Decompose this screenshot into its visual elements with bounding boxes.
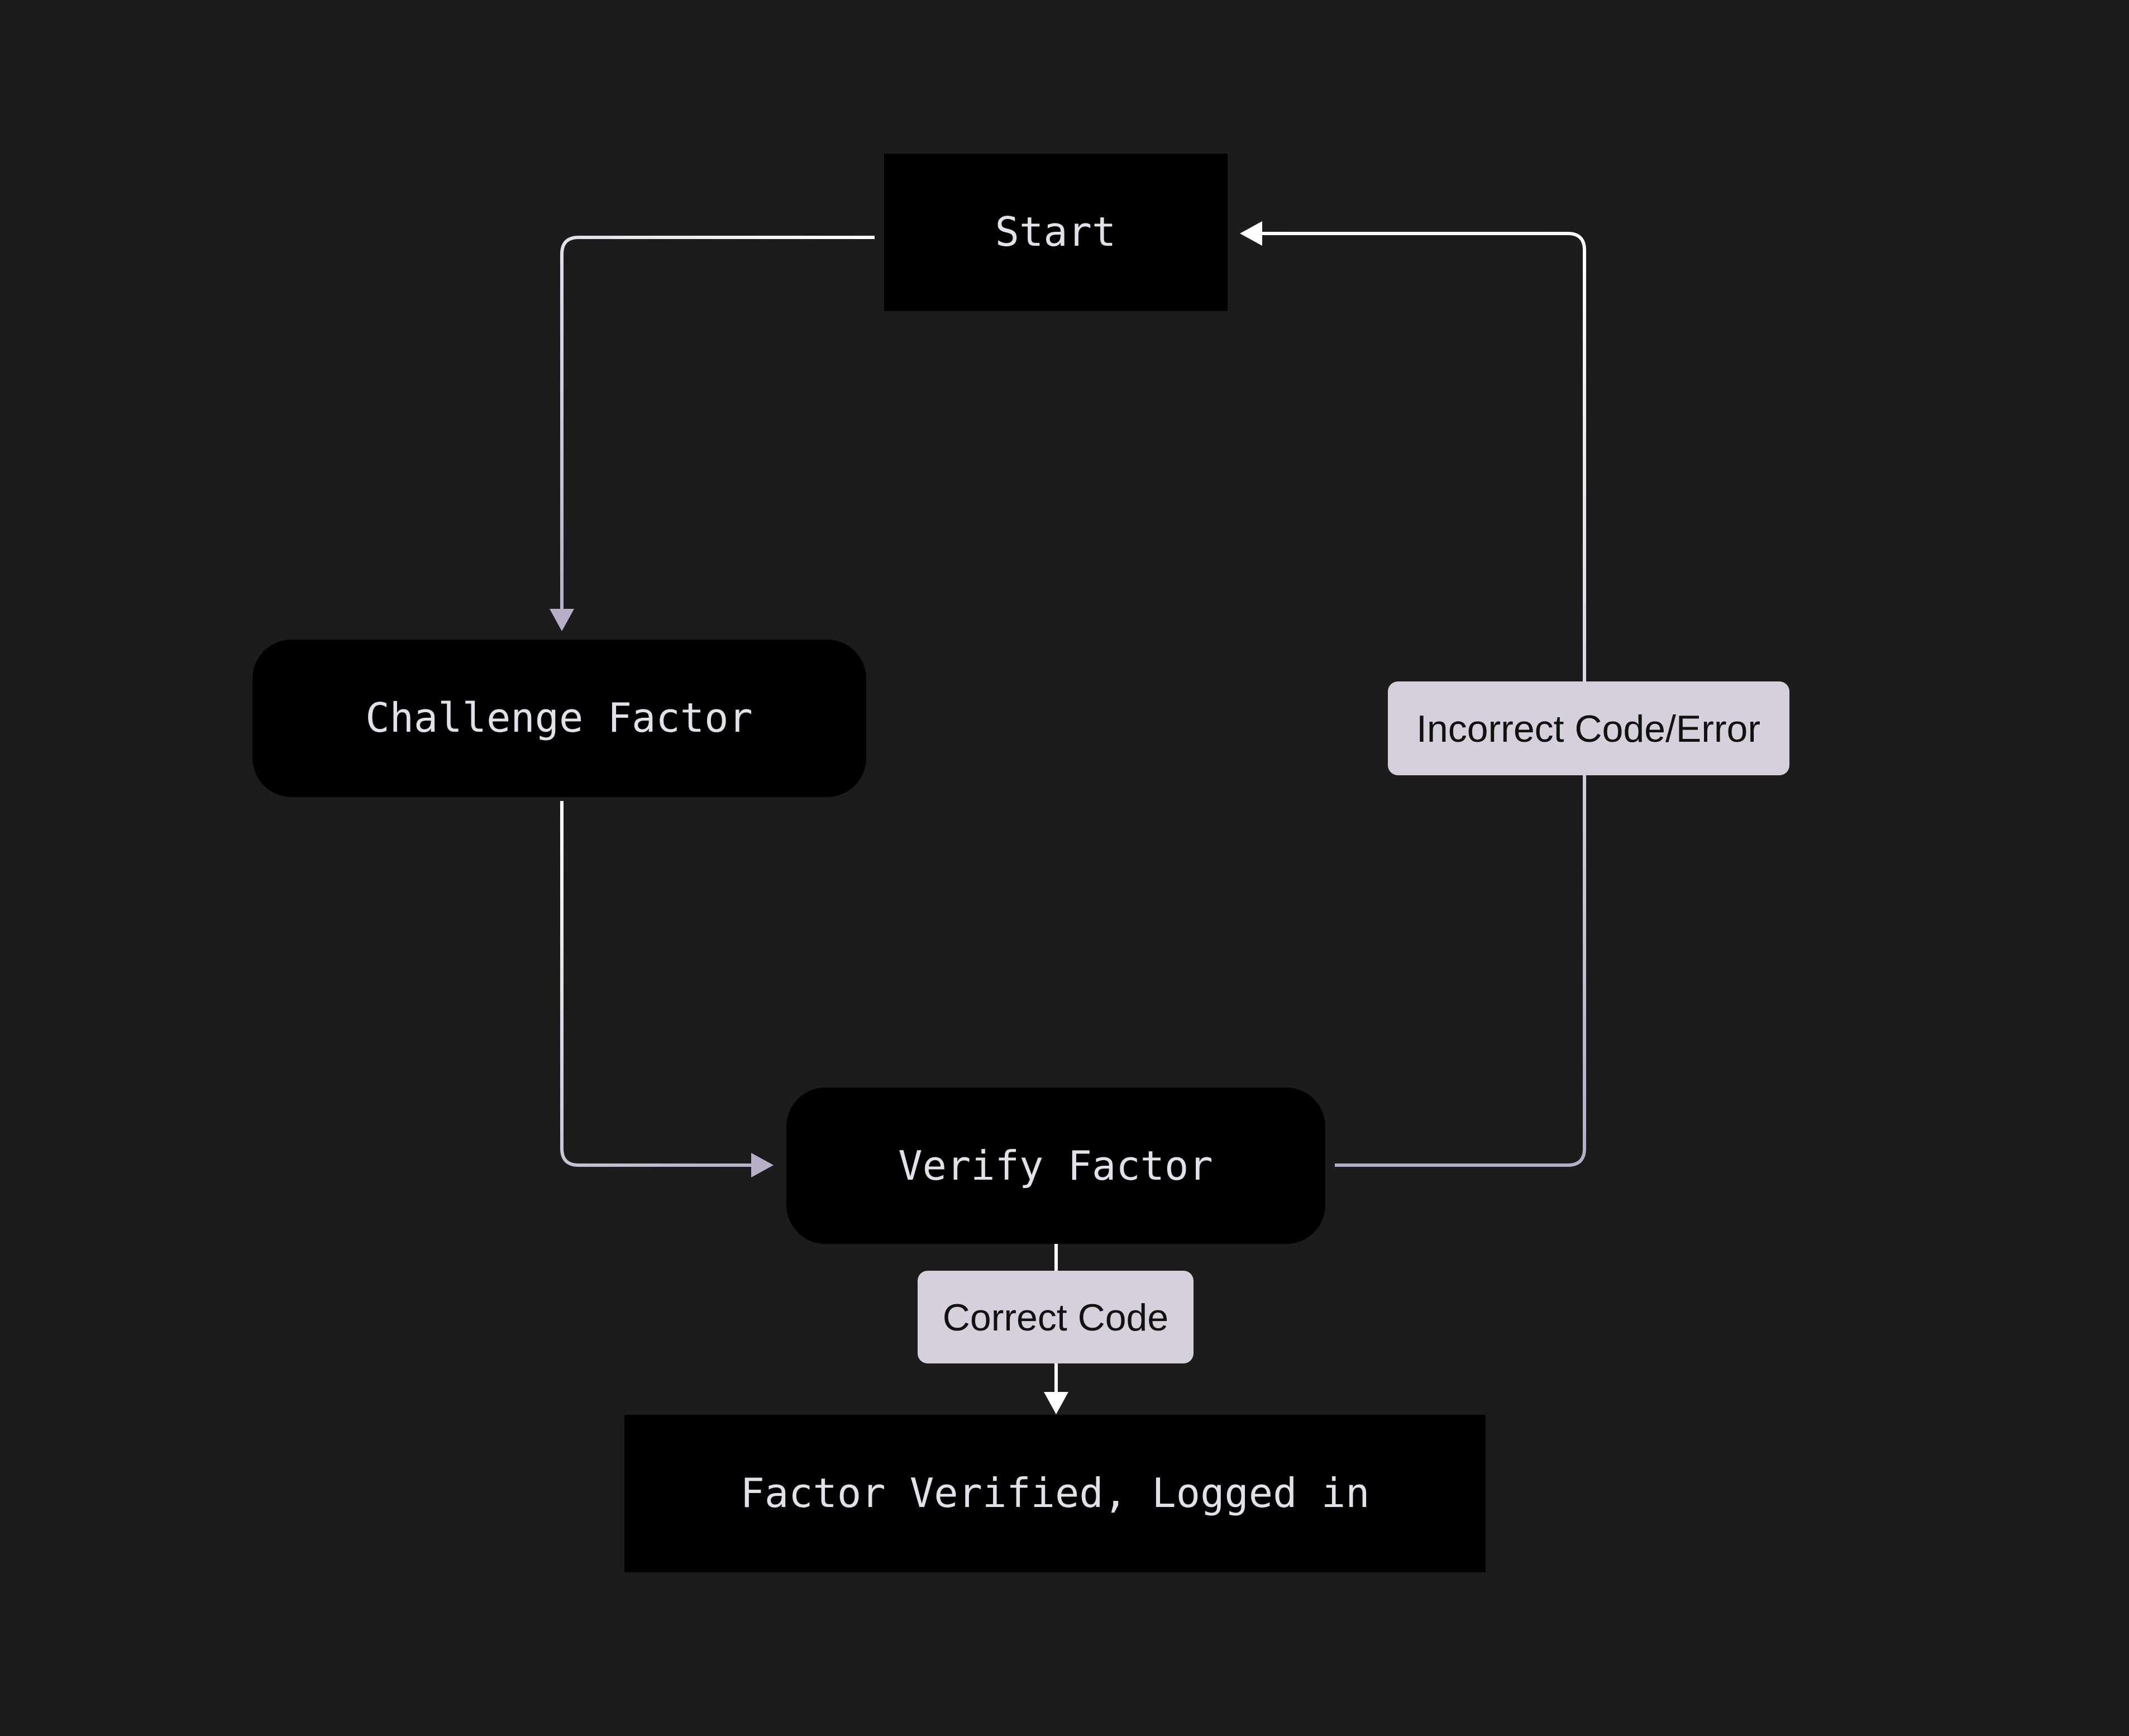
arrowhead-icon: [550, 609, 574, 631]
arrowhead-icon: [1240, 221, 1262, 246]
edge-label-incorrect-text: Incorrect Code/Error: [1416, 708, 1760, 750]
node-verify-label: Verify Factor: [898, 1142, 1213, 1189]
arrowhead-icon: [1044, 1392, 1068, 1414]
edge-challenge-to-verify: [560, 801, 774, 1177]
node-challenge-factor[interactable]: Challenge Factor: [252, 640, 866, 797]
node-start-label: Start: [995, 208, 1116, 255]
node-challenge-label: Challenge Factor: [365, 694, 753, 741]
edge-label-incorrect: Incorrect Code/Error: [1388, 681, 1789, 775]
edge-label-correct-text: Correct Code: [943, 1296, 1168, 1339]
node-start[interactable]: Start: [884, 154, 1228, 311]
edge-start-to-challenge: [550, 236, 875, 631]
edge-label-correct: Correct Code: [918, 1271, 1194, 1363]
node-verified-label: Factor Verified, Logged in: [740, 1470, 1369, 1516]
node-factor-verified[interactable]: Factor Verified, Logged in: [624, 1415, 1486, 1572]
node-verify-factor[interactable]: Verify Factor: [786, 1088, 1325, 1244]
arrowhead-icon: [751, 1153, 774, 1177]
